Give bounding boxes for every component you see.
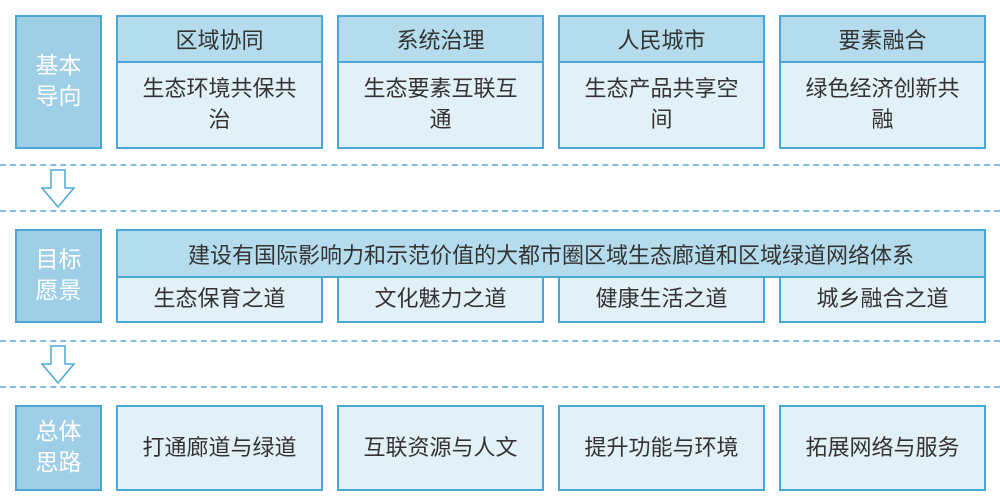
goal-item: 文化魅力之道 bbox=[337, 276, 544, 323]
column-body: 生态环境共保共治 bbox=[116, 61, 323, 149]
approach-item: 打通廊道与绿道 bbox=[116, 405, 323, 491]
down-arrow-icon bbox=[40, 345, 76, 385]
column-header: 要素融合 bbox=[779, 15, 986, 63]
divider bbox=[0, 386, 1000, 388]
divider bbox=[0, 340, 1000, 342]
row-label-basic: 基本导向 bbox=[15, 15, 102, 149]
goal-item: 城乡融合之道 bbox=[779, 276, 986, 323]
row-label-text: 基本导向 bbox=[35, 53, 82, 110]
divider bbox=[0, 210, 1000, 212]
column-header: 系统治理 bbox=[337, 15, 544, 63]
approach-item: 拓展网络与服务 bbox=[779, 405, 986, 491]
goal-item: 生态保育之道 bbox=[116, 276, 323, 323]
goal-item: 健康生活之道 bbox=[558, 276, 765, 323]
column-body: 绿色经济创新共融 bbox=[779, 61, 986, 149]
column-header: 人民城市 bbox=[558, 15, 765, 63]
goal-banner: 建设有国际影响力和示范价值的大都市圈区域生态廊道和区域绿道网络体系 bbox=[116, 229, 986, 278]
approach-item: 提升功能与环境 bbox=[558, 405, 765, 491]
column-body: 生态产品共享空间 bbox=[558, 61, 765, 149]
column-header: 区域协同 bbox=[116, 15, 323, 63]
down-arrow-icon bbox=[40, 169, 76, 209]
row-label-text: 目标愿景 bbox=[35, 247, 82, 304]
divider bbox=[0, 164, 1000, 166]
row-label-approach: 总体思路 bbox=[15, 405, 102, 491]
row-label-goal: 目标愿景 bbox=[15, 229, 102, 323]
column-body: 生态要素互联互通 bbox=[337, 61, 544, 149]
row-label-text: 总体思路 bbox=[35, 419, 82, 476]
approach-item: 互联资源与人文 bbox=[337, 405, 544, 491]
